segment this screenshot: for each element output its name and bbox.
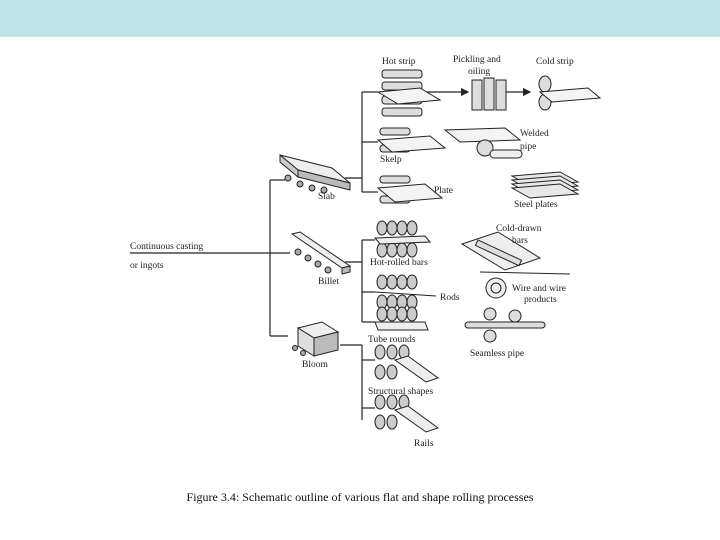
rails-rolls <box>374 394 440 433</box>
label-cold-drawn-1: Cold-drawn <box>496 224 542 234</box>
top-banner <box>0 0 720 37</box>
pickling-illustration <box>471 77 507 111</box>
plate-illustration <box>376 175 444 204</box>
label-bloom: Bloom <box>302 360 328 370</box>
label-wire-2: products <box>524 295 557 305</box>
flow-lines <box>130 87 532 420</box>
label-hot-rolled-bars: Hot-rolled bars <box>370 258 428 268</box>
structural-shapes-rolls <box>374 344 440 383</box>
label-seamless-pipe: Seamless pipe <box>470 349 524 359</box>
rods-rolls <box>374 274 437 310</box>
billet-illustration <box>290 231 352 275</box>
label-structural-shapes: Structural shapes <box>368 387 433 397</box>
label-steel-plates: Steel plates <box>514 200 558 210</box>
hot-strip-rolls <box>376 69 442 117</box>
label-pickling-1: Pickling and <box>453 55 501 65</box>
label-or-ingots: or ingots <box>130 261 164 271</box>
hot-rolled-bars-rolls <box>373 220 432 258</box>
label-rails: Rails <box>414 439 434 449</box>
label-rods: Rods <box>440 293 460 303</box>
label-cold-drawn-2: bars <box>512 236 528 246</box>
label-welded-1: Welded <box>520 129 549 139</box>
label-slab: Slab <box>318 192 335 202</box>
label-hot-strip: Hot strip <box>382 57 416 67</box>
figure-caption: Figure 3.4: Schematic outline of various… <box>186 490 534 504</box>
label-tube-rounds: Tube rounds <box>368 335 416 345</box>
skelp-illustration <box>376 127 523 159</box>
steel-plates-illustration <box>510 171 580 199</box>
tube-rounds-rolls <box>374 306 429 331</box>
label-continuous-casting: Continuous casting <box>130 242 203 252</box>
cold-strip-illustration <box>538 75 602 111</box>
label-pickling-2: oiling <box>468 67 490 77</box>
label-plate: Plate <box>434 186 453 196</box>
wire-illustration <box>479 271 571 299</box>
slab-illustration <box>279 153 351 194</box>
label-skelp: Skelp <box>380 155 402 165</box>
label-wire-1: Wire and wire <box>512 284 566 294</box>
label-cold-strip: Cold strip <box>536 57 574 67</box>
label-billet: Billet <box>318 277 339 287</box>
cold-drawn-bars-illustration <box>460 231 542 271</box>
label-welded-2: pipe <box>520 142 536 152</box>
bloom-illustration <box>292 321 340 357</box>
seamless-pipe-illustration <box>464 307 546 343</box>
